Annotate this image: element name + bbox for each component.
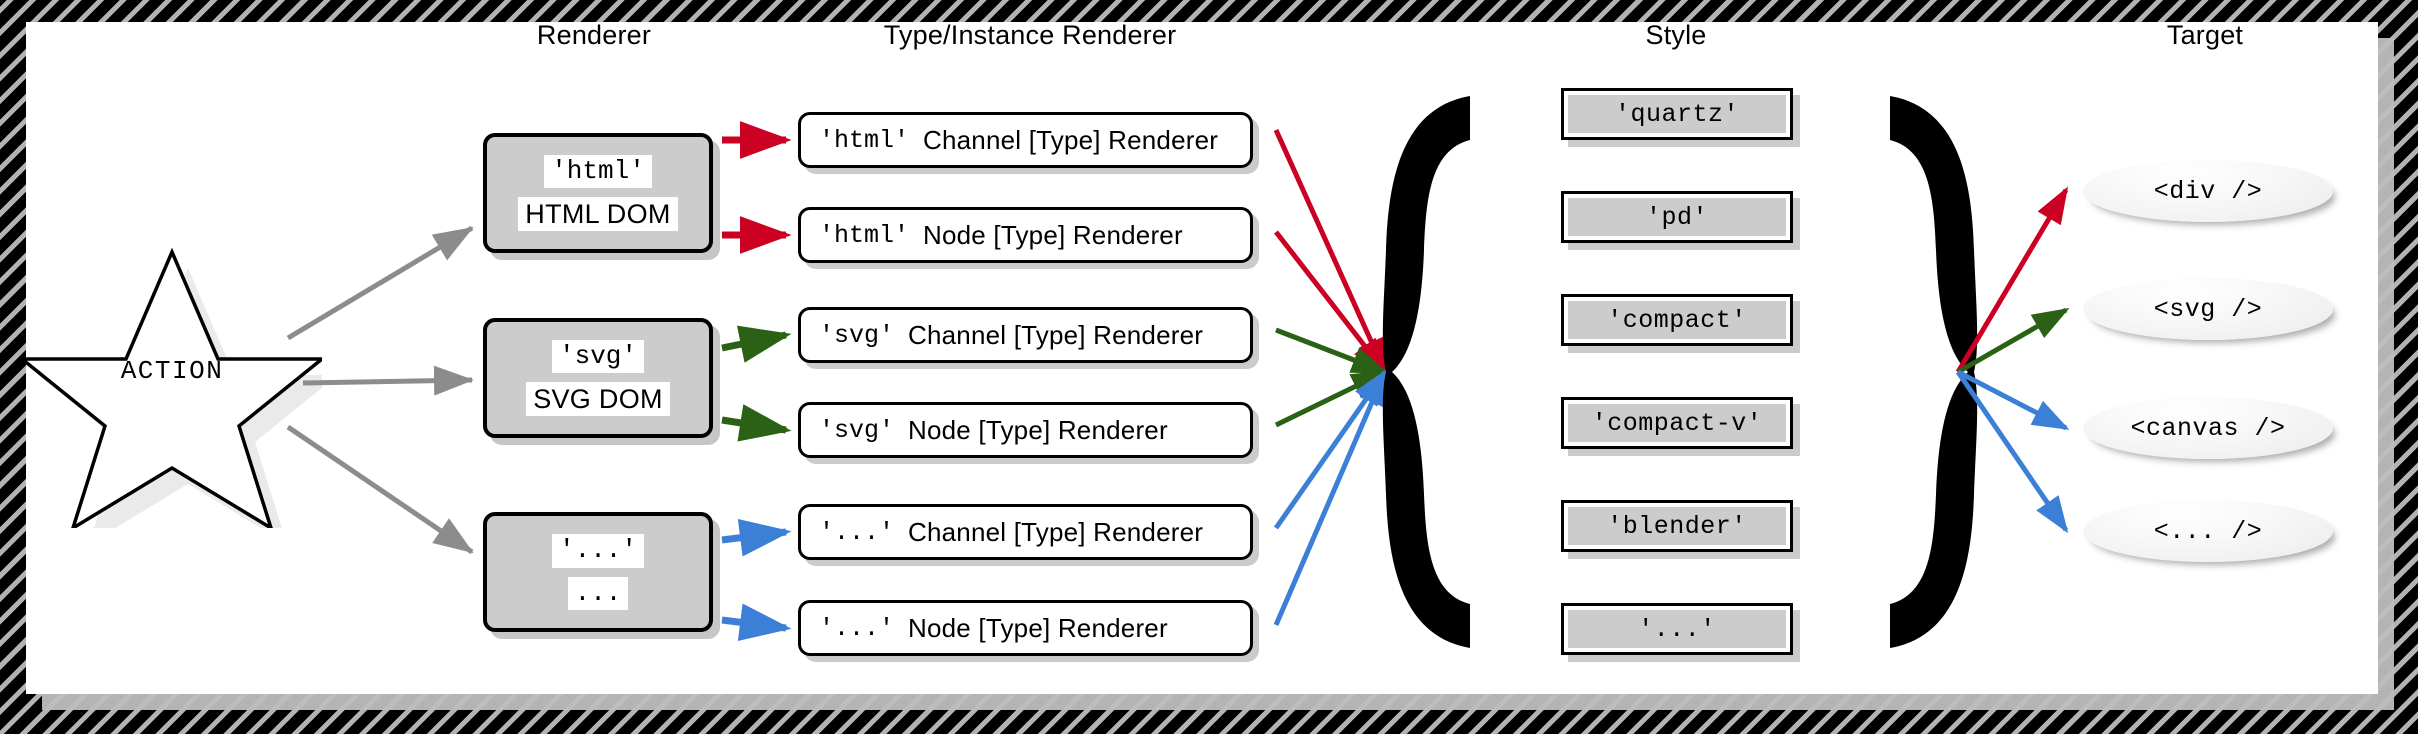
style-box-compact[interactable]: 'compact': [1561, 294, 1793, 346]
style-label: 'compact-v': [1568, 404, 1786, 442]
type-renderer-token: '...': [819, 517, 895, 547]
type-renderer-token: 'svg': [819, 415, 895, 445]
style-label: 'blender': [1568, 507, 1786, 545]
type-renderer-label: Channel [Type] Renderer: [908, 516, 1204, 547]
style-label: 'compact': [1568, 301, 1786, 339]
style-box-pd[interactable]: 'pd': [1561, 191, 1793, 243]
column-header-renderer: Renderer: [536, 20, 652, 50]
type-renderer-html-node[interactable]: 'html' Node [Type] Renderer: [798, 207, 1253, 263]
type-renderer-label: Channel [Type] Renderer: [908, 319, 1204, 350]
type-renderer-label: Node [Type] Renderer: [908, 612, 1168, 643]
renderer-box-other[interactable]: '...' ...: [483, 512, 713, 632]
target-other[interactable]: <... />: [2083, 500, 2333, 562]
renderer-dom-html: HTML DOM: [518, 196, 678, 232]
renderer-token-svg: 'svg': [551, 339, 644, 373]
style-box-quartz[interactable]: 'quartz': [1561, 88, 1793, 140]
style-label: 'quartz': [1568, 95, 1786, 133]
type-renderer-other-channel[interactable]: '...' Channel [Type] Renderer: [798, 504, 1253, 560]
type-renderer-other-node[interactable]: '...' Node [Type] Renderer: [798, 600, 1253, 656]
type-renderer-label: Node [Type] Renderer: [923, 219, 1183, 250]
target-canvas[interactable]: <canvas />: [2083, 397, 2333, 459]
style-box-other[interactable]: '...': [1561, 603, 1793, 655]
type-renderer-token: 'html': [819, 220, 910, 250]
type-renderer-token: '...': [819, 613, 895, 643]
target-svg[interactable]: <svg />: [2083, 278, 2333, 340]
renderer-box-svg[interactable]: 'svg' SVG DOM: [483, 318, 713, 438]
type-renderer-token: 'html': [819, 125, 910, 155]
column-header-target: Target: [2166, 20, 2244, 50]
renderer-dom-svg: SVG DOM: [526, 381, 670, 417]
renderer-box-html[interactable]: 'html' HTML DOM: [483, 133, 713, 253]
renderer-dom-other: ...: [567, 576, 629, 610]
style-box-compact-v[interactable]: 'compact-v': [1561, 397, 1793, 449]
style-box-blender[interactable]: 'blender': [1561, 500, 1793, 552]
type-renderer-svg-node[interactable]: 'svg' Node [Type] Renderer: [798, 402, 1253, 458]
style-label: '...': [1568, 610, 1786, 648]
style-label: 'pd': [1568, 198, 1786, 236]
action-star: ACTION: [17, 228, 338, 544]
renderer-token-other: '...': [551, 534, 644, 568]
type-renderer-token: 'svg': [819, 320, 895, 350]
target-div[interactable]: <div />: [2083, 160, 2333, 222]
action-star-label: ACTION: [120, 356, 224, 386]
renderer-token-html: 'html': [544, 154, 652, 188]
type-renderer-label: Node [Type] Renderer: [908, 414, 1168, 445]
column-header-style: Style: [1645, 20, 1707, 50]
type-renderer-html-channel[interactable]: 'html' Channel [Type] Renderer: [798, 112, 1253, 168]
type-renderer-label: Channel [Type] Renderer: [923, 124, 1219, 155]
type-renderer-svg-channel[interactable]: 'svg' Channel [Type] Renderer: [798, 307, 1253, 363]
column-header-type-instance: Type/Instance Renderer: [883, 20, 1177, 50]
star-icon: [17, 247, 338, 544]
